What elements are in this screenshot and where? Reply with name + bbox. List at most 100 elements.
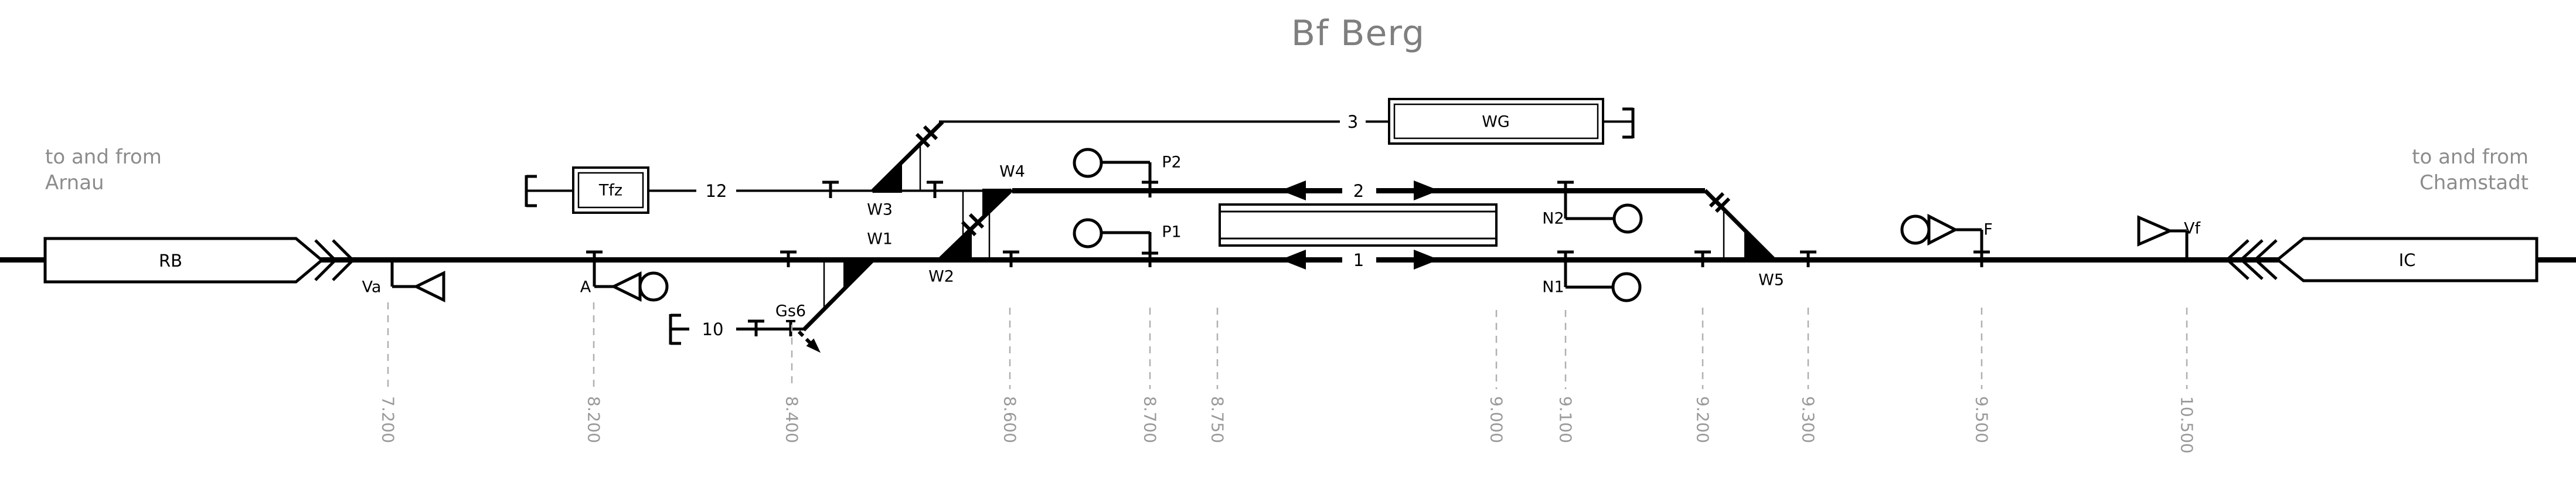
- facility-box-tfz: Tfz: [572, 166, 649, 214]
- km-marker: 9.200: [1693, 308, 1713, 443]
- line-box-outline: [2275, 237, 2538, 282]
- labels: Bf Berg to and from Arnau to and from Ch…: [45, 13, 2529, 339]
- signal-p2-label: P2: [1162, 154, 1181, 172]
- chevron-icon: [2239, 239, 2264, 280]
- main-signal-circle-icon: [1612, 203, 1643, 234]
- distant-signal-triangle-icon: [2137, 215, 2174, 247]
- km-label: 10.500: [2177, 396, 2197, 454]
- clearance-marker: [822, 180, 839, 198]
- chevron-icon: [314, 239, 338, 281]
- line-box-rb-label: RB: [159, 251, 182, 271]
- signal-vf: [2137, 215, 2189, 260]
- line-box-ic-label: IC: [2399, 250, 2416, 270]
- distant-signal-triangle-icon: [610, 271, 642, 302]
- switch-w4-wedge: [982, 189, 1012, 218]
- main-signal-circle-icon: [1073, 148, 1103, 178]
- km-marker: 7.200: [379, 302, 398, 443]
- clearance-marker: [927, 180, 943, 198]
- track-2-arrow-left-icon: [1281, 180, 1306, 200]
- main-signal-circle-icon: [1073, 218, 1103, 248]
- km-label: 9.000: [1487, 396, 1506, 443]
- km-label: 8.200: [584, 396, 604, 443]
- main-signal-circle-icon: [638, 271, 669, 302]
- buffer-stop-track-3: [1622, 107, 1635, 139]
- distant-signal-triangle-icon: [1927, 213, 1959, 246]
- closure-stroke: [1709, 192, 1725, 208]
- switch-w2-wedge: [940, 229, 972, 260]
- clearance-marker: [748, 319, 764, 336]
- switch-w1-diagonal: [802, 258, 874, 332]
- km-label: 9.200: [1693, 396, 1713, 443]
- km-marker: 9.300: [1799, 308, 1818, 443]
- signal-vf-label: Vf: [2184, 220, 2201, 238]
- km-marker: 8.750: [1208, 308, 1227, 443]
- km-label: 8.700: [1141, 396, 1160, 443]
- clearance-marker: [1694, 250, 1711, 267]
- track-3-number: 3: [1347, 112, 1358, 132]
- signal-p1: [1073, 218, 1158, 267]
- track-10-number: 10: [702, 319, 724, 339]
- switch-w3-wedge: [872, 163, 902, 193]
- km-label: 7.200: [379, 396, 398, 443]
- box-outer: [1388, 98, 1604, 145]
- facility-box-wg: WG: [1388, 98, 1604, 145]
- signal-n2-label: N2: [1542, 210, 1564, 228]
- track-2-arrow-right-icon: [1414, 180, 1439, 200]
- clearance-marker: [1003, 250, 1019, 267]
- km-marker: 9.500: [1972, 308, 1992, 443]
- signal-n1-label: N1: [1542, 278, 1564, 297]
- signal-p2: [1073, 148, 1158, 197]
- route-right-line2: Chamstadt: [2420, 171, 2529, 195]
- derailer-gs6: [786, 320, 821, 353]
- km-marker: 8.400: [782, 325, 802, 443]
- box-outer: [572, 166, 649, 214]
- chevron-icon: [332, 239, 355, 281]
- switch-w2-w4-diagonal: [938, 188, 1013, 261]
- switch-w4-label: W4: [999, 163, 1025, 181]
- switch-w1-label: W1: [867, 230, 893, 248]
- signal-a-label: A: [580, 278, 591, 297]
- km-marker: 9.000: [1487, 310, 1506, 443]
- signal-f-label: F: [1983, 221, 1993, 239]
- closure-stroke: [968, 213, 985, 229]
- box-inner: [1393, 103, 1599, 139]
- buffer-stop-track-12: [525, 175, 537, 207]
- km-marker: 8.600: [1001, 308, 1020, 443]
- line-box-outline: [43, 237, 324, 284]
- track-closure-mark-w3: [915, 125, 938, 148]
- chevron-icon: [2225, 239, 2250, 280]
- chevron-icon: [2253, 239, 2278, 280]
- signal-p1-label: P1: [1162, 223, 1181, 241]
- km-label: 9.500: [1972, 396, 1992, 443]
- km-marker: 9.100: [1556, 310, 1575, 443]
- main-signal-circle-icon: [1611, 272, 1642, 302]
- track-closure-mark-w2-w4: [961, 213, 985, 237]
- signal-va: [390, 260, 445, 303]
- facility-tfz-label: Tfz: [598, 182, 622, 200]
- closure-stroke: [915, 132, 931, 148]
- platform: [1219, 203, 1498, 247]
- direction-arrows: [1281, 180, 1439, 270]
- signal-n1: [1557, 250, 1642, 302]
- km-markers: 7.200 8.200 8.400 8.600 8.700 8.750 9.00…: [379, 302, 2197, 454]
- km-label: 9.300: [1799, 396, 1818, 443]
- clearance-marker: [1800, 250, 1816, 267]
- switch-w1-wedge: [843, 260, 873, 289]
- track-1-arrow-left-icon: [1281, 250, 1306, 270]
- facility-wg-label: WG: [1482, 113, 1510, 131]
- track-closure-mark-w5: [1709, 192, 1731, 213]
- closure-stroke: [1714, 197, 1731, 213]
- track-1-number: 1: [1353, 250, 1364, 270]
- switches: [802, 120, 1775, 332]
- switch-w3-label: W3: [867, 201, 893, 219]
- switch-w5-label: W5: [1758, 271, 1784, 289]
- signal-a: [586, 250, 669, 302]
- signal-n2: [1557, 180, 1643, 234]
- route-right-line1: to and from: [2412, 145, 2529, 169]
- route-left-line1: to and from: [45, 145, 162, 169]
- closure-stroke: [923, 125, 938, 141]
- line-box-ic: IC: [2225, 237, 2538, 282]
- route-left-line2: Arnau: [45, 171, 104, 195]
- km-marker: 8.700: [1141, 308, 1160, 443]
- buffer-stop-track-10: [669, 314, 681, 345]
